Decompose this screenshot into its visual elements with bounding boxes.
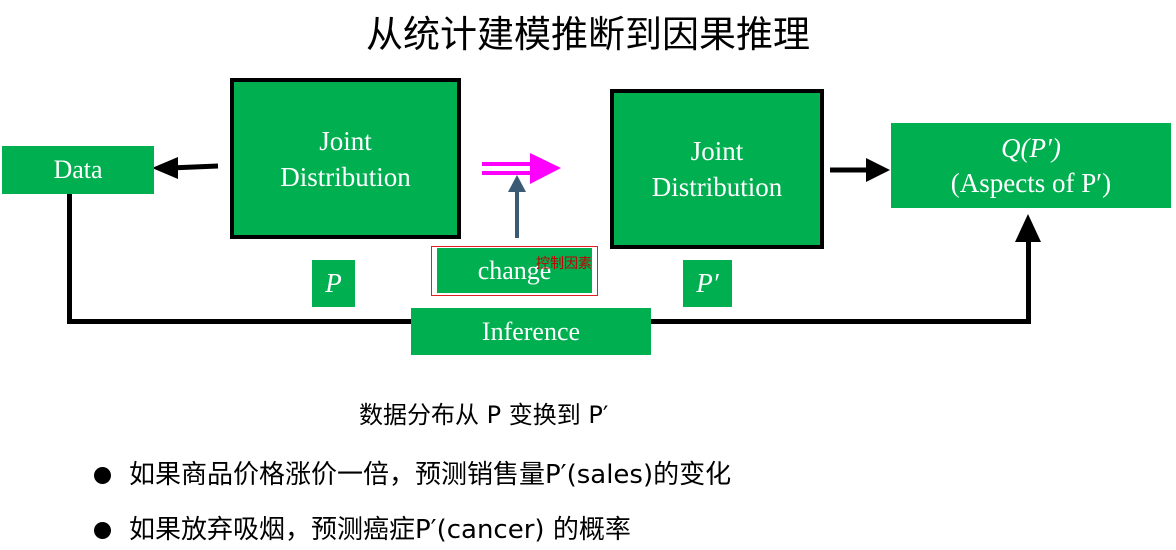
change-annotation-note: 控制因素 [536,256,592,272]
feedback-line-vertical-left [67,194,72,323]
inference-label: Inference [481,316,581,346]
inference-box: Inference [411,308,651,355]
joint-right-line2: Distribution [651,172,783,202]
change-label: change [477,255,552,285]
change-annotation-frame [431,246,598,296]
q-label: Q(P′) [1001,132,1061,163]
slide-title: 从统计建模推断到因果推理 [366,13,810,56]
p-prime-box: P′ [683,260,732,307]
p-label: P [325,268,342,298]
data-box: Data [2,146,154,194]
bullet-dot [94,521,111,539]
arrow-up-to-q-head [1015,214,1041,242]
bullet-item-2: 如果放弃吸烟，预测癌症P′(cancer) 的概率 [94,509,631,546]
arrow-to-data-head [152,157,178,179]
bullet-text-1: 如果商品价格涨价一倍，预测销售量P′(sales)的变化 [129,460,732,490]
q-box: Q(P′) (Aspects of P′) [891,123,1171,208]
change-box: change [437,248,592,293]
joint-distribution-left: Joint Distribution [230,78,461,239]
data-label: Data [53,155,103,184]
change-arrow-head [508,175,526,192]
joint-left-line2: Distribution [280,161,411,192]
arrow-to-q-head [866,158,890,182]
bullet-text-2: 如果放弃吸烟，预测癌症P′(cancer) 的概率 [129,515,631,545]
bullet-item-1: 如果商品价格涨价一倍，预测销售量P′(sales)的变化 [94,454,731,491]
diagram-caption: 数据分布从 P 变换到 P′ [359,401,609,429]
aspects-label: (Aspects of P′) [950,167,1112,198]
joint-left-line1: Joint [319,125,372,156]
p-box: P [312,260,355,307]
bullet-dot [94,466,111,484]
p-prime-label: P′ [696,268,719,298]
feedback-line-vertical-right [1026,238,1031,324]
joint-distribution-right: Joint Distribution [610,89,824,249]
transform-arrow-head [530,153,561,184]
joint-right-line1: Joint [690,136,744,166]
